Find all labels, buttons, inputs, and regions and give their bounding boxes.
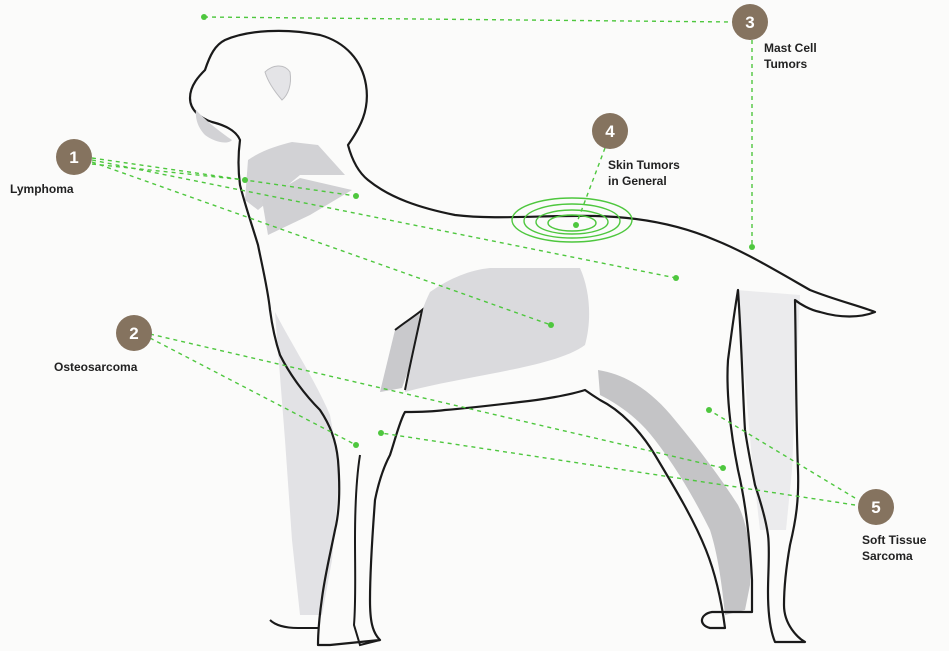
leader-lines bbox=[92, 17, 855, 505]
skin-tumor-rings bbox=[512, 198, 632, 242]
rear-leg-shadow bbox=[736, 290, 800, 530]
badge-2: 2 bbox=[116, 315, 152, 351]
label-line: Osteosarcoma bbox=[54, 359, 137, 375]
label-line: Skin Tumors bbox=[608, 157, 680, 173]
label-line: in General bbox=[608, 173, 680, 189]
badge-number: 2 bbox=[129, 324, 138, 343]
front-leg-inner-line bbox=[354, 455, 380, 645]
badge-1: 1 bbox=[56, 139, 92, 175]
ear bbox=[265, 66, 291, 100]
badge-number: 3 bbox=[745, 13, 754, 32]
label-line: Lymphoma bbox=[10, 181, 74, 197]
label-lymphoma: Lymphoma bbox=[10, 181, 74, 197]
label-line: Soft Tissue bbox=[862, 532, 926, 548]
badge-3: 3 bbox=[732, 4, 768, 40]
badge-number: 5 bbox=[871, 498, 880, 517]
label-osteosarcoma: Osteosarcoma bbox=[54, 359, 137, 375]
shoulder-patch bbox=[405, 268, 589, 392]
label-line: Tumors bbox=[764, 56, 817, 72]
badge-5: 5 bbox=[858, 489, 894, 525]
label-line: Sarcoma bbox=[862, 548, 926, 564]
dog-shading bbox=[245, 142, 800, 615]
label-skin-tumors: Skin Tumors in General bbox=[608, 157, 680, 189]
label-mast-cell-tumors: Mast Cell Tumors bbox=[764, 40, 817, 72]
label-line: Mast Cell bbox=[764, 40, 817, 56]
badge-number: 1 bbox=[69, 148, 78, 167]
label-soft-tissue-sarcoma: Soft Tissue Sarcoma bbox=[862, 532, 926, 564]
front-paw-line bbox=[270, 620, 318, 628]
badge-number: 4 bbox=[605, 122, 615, 141]
front-leg-shadow bbox=[275, 312, 340, 615]
badge-4: 4 bbox=[592, 113, 628, 149]
